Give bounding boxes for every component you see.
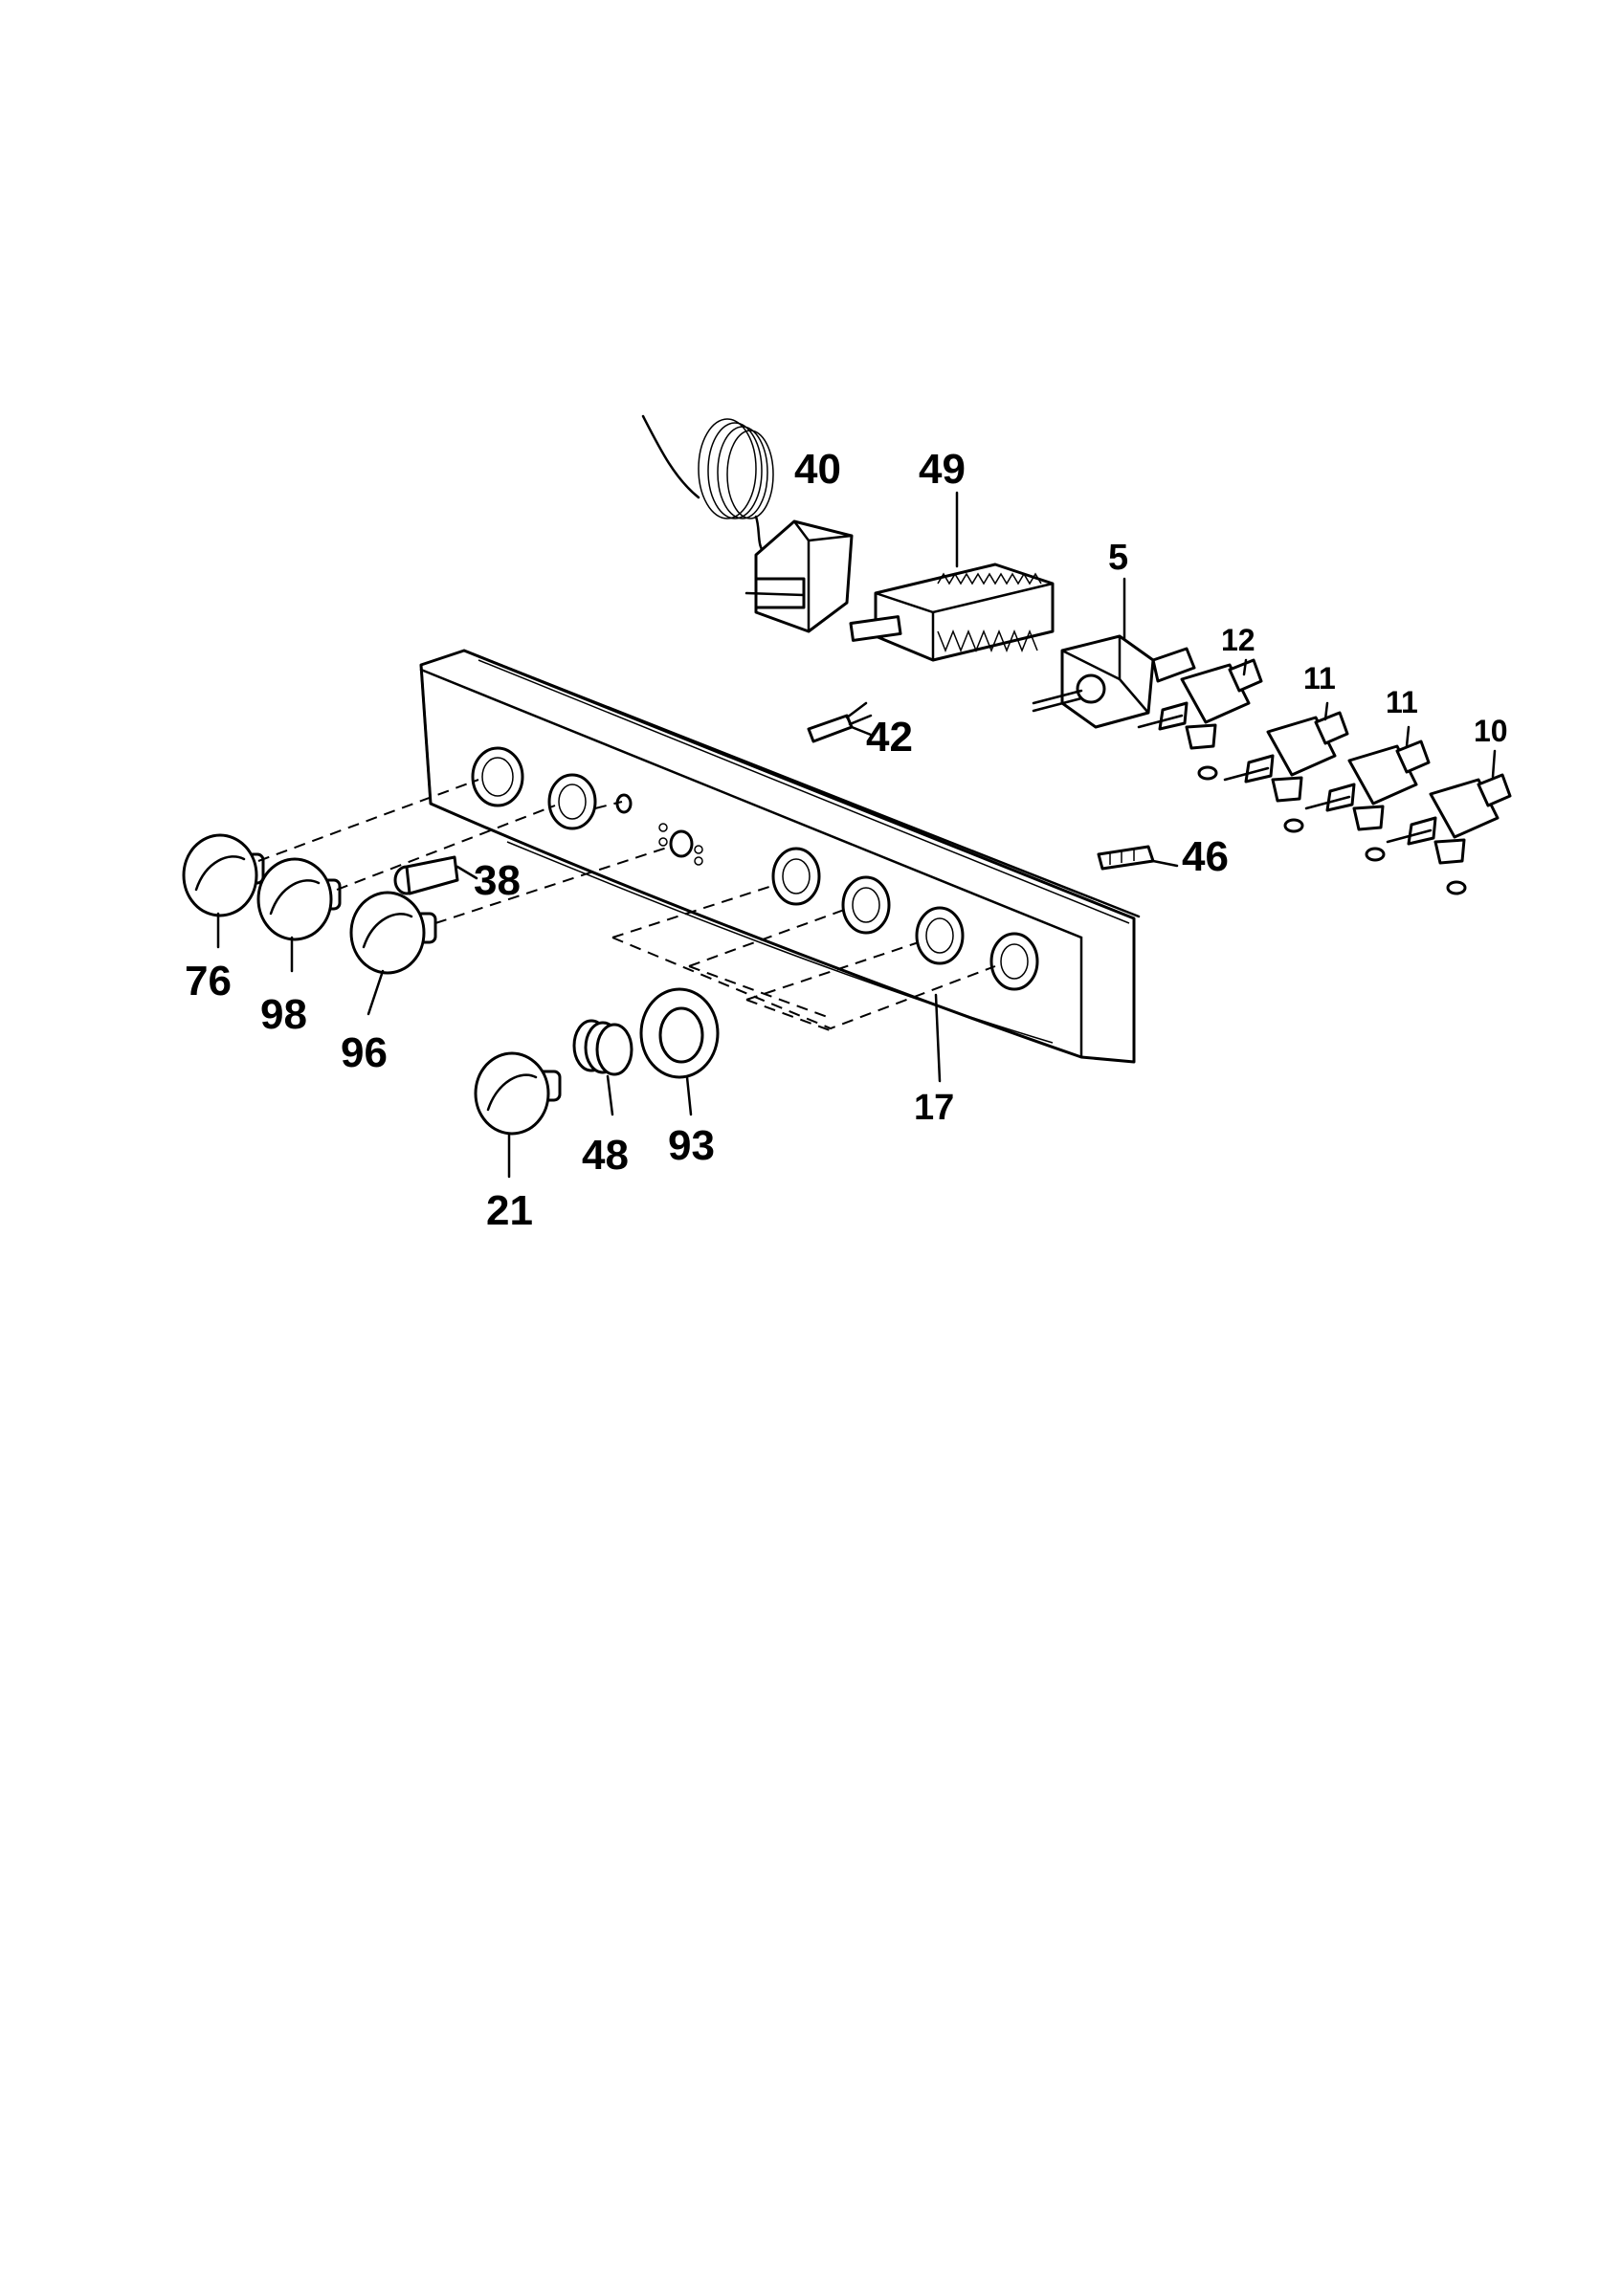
part-42-electrode (807, 701, 873, 743)
knob-hole-4 (841, 875, 891, 935)
label-5: 5 (1108, 538, 1128, 578)
label-21: 21 (486, 1187, 533, 1234)
part-17-control-panel (419, 649, 1141, 1083)
part-11-gas-tap-a (1223, 701, 1349, 833)
knob-hole-6 (989, 932, 1039, 991)
part-12-gas-tap (1137, 658, 1263, 781)
indicator-holes (658, 823, 703, 866)
label-11-b: 11 (1386, 685, 1418, 719)
label-42: 42 (866, 714, 913, 761)
knob-hole-1 (471, 746, 524, 807)
part-21-knob (474, 1051, 562, 1179)
alignment-lines (257, 779, 996, 1032)
part-11-gas-tap-b (1304, 725, 1431, 862)
part-40-thermostat (641, 414, 854, 633)
knob-hole-5 (915, 906, 965, 965)
label-12: 12 (1221, 623, 1255, 657)
label-76: 76 (185, 958, 232, 1004)
knob-hole-2 (547, 773, 597, 830)
part-48-spring (572, 1019, 633, 1116)
label-38: 38 (474, 857, 521, 904)
part-46-clip (1097, 845, 1179, 871)
label-93: 93 (668, 1122, 715, 1169)
part-76-knob (182, 833, 265, 949)
label-10: 10 (1474, 714, 1508, 748)
part-49-selector-switch (849, 491, 1055, 662)
label-98: 98 (260, 991, 307, 1038)
label-49: 49 (919, 446, 966, 493)
part-38-spindle (393, 855, 478, 895)
label-11-a: 11 (1303, 661, 1336, 695)
label-17: 17 (914, 1088, 954, 1128)
part-10-gas-tap (1386, 749, 1512, 895)
part-5-regulator (1032, 577, 1196, 729)
label-46: 46 (1182, 833, 1229, 880)
knob-hole-3 (771, 847, 821, 906)
part-96-knob (349, 891, 437, 1016)
label-40: 40 (794, 446, 841, 493)
part-93-bezel (639, 987, 720, 1116)
part-labels: 40 49 5 12 11 11 10 42 46 38 76 98 96 17… (185, 446, 1508, 1234)
label-96: 96 (341, 1029, 388, 1076)
part-98-knob (256, 857, 342, 973)
label-48: 48 (582, 1132, 629, 1179)
